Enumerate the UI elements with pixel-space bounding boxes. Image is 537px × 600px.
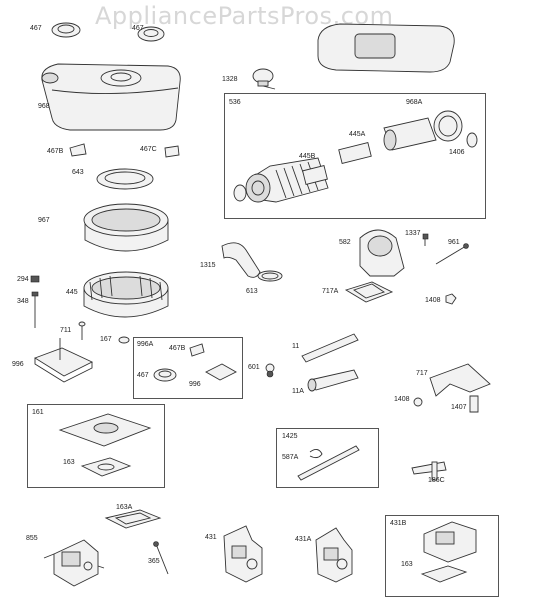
label-996: 996 — [12, 361, 24, 368]
part-11-11a-tubes — [301, 333, 359, 392]
label-186c: 186C — [428, 477, 445, 484]
label-582: 582 — [339, 239, 351, 246]
part-1315-613 — [221, 242, 283, 282]
label-1406: 1406 — [449, 149, 465, 156]
label-467-b: 467 — [132, 25, 144, 32]
label-967: 967 — [38, 217, 50, 224]
group-box-161 — [27, 404, 165, 488]
part-186c — [411, 461, 447, 481]
label-431: 431 — [205, 534, 217, 541]
label-467b: 467B — [47, 148, 64, 155]
label-445: 445 — [66, 289, 78, 296]
label-163: 163 — [63, 459, 75, 466]
label-431b: 431B — [390, 520, 407, 527]
part-968-cover — [41, 63, 181, 131]
part-top-right-cover — [317, 23, 455, 73]
part-601 — [265, 363, 275, 378]
group-box-536 — [224, 93, 486, 219]
part-1408-1407 — [413, 395, 479, 413]
label-431a: 431A — [295, 536, 312, 543]
part-643 — [96, 168, 154, 190]
label-613: 613 — [246, 288, 258, 295]
part-163a-gasket — [104, 509, 162, 529]
part-1425-group — [297, 445, 360, 481]
label-1315: 1315 — [200, 262, 216, 269]
label-717a: 717A — [322, 288, 339, 295]
label-467-group: 467 — [137, 372, 149, 379]
label-467c: 467C — [140, 146, 157, 153]
label-961: 961 — [448, 239, 460, 246]
group-box-996a — [133, 337, 243, 399]
part-445-filter — [83, 271, 169, 318]
label-445a: 445A — [349, 131, 366, 138]
label-163a: 163A — [116, 504, 133, 511]
part-161-group — [58, 413, 152, 477]
label-1408: 1408 — [425, 297, 441, 304]
part-536-air-cleaner-assy — [233, 110, 478, 203]
part-467b-467c-clips — [69, 143, 180, 158]
part-294-348 — [30, 275, 40, 328]
label-855: 855 — [26, 535, 38, 542]
group-box-1425 — [276, 428, 379, 488]
part-431b-group — [420, 521, 477, 583]
label-601: 601 — [248, 364, 260, 371]
label-445b: 445B — [299, 153, 316, 160]
part-967-precleaner — [83, 203, 169, 252]
label-536: 536 — [229, 99, 241, 106]
label-643: 643 — [72, 169, 84, 176]
part-467-caps — [51, 22, 165, 42]
label-11a: 11A — [292, 388, 304, 395]
label-348: 348 — [17, 298, 29, 305]
part-717-bracket — [429, 363, 491, 397]
part-1337-961-1408 — [422, 233, 469, 305]
label-467: 467 — [30, 25, 42, 32]
label-163-group: 163 — [401, 561, 413, 568]
label-1328: 1328 — [222, 76, 238, 83]
part-996-base — [33, 338, 94, 383]
label-1425: 1425 — [282, 433, 298, 440]
label-365: 365 — [148, 558, 160, 565]
label-1408-lower: 1408 — [394, 396, 410, 403]
part-1328 — [252, 68, 276, 90]
part-717a — [344, 281, 394, 303]
label-161: 161 — [32, 409, 44, 416]
label-996-group: 996 — [189, 381, 201, 388]
part-996a-group — [153, 343, 237, 382]
label-11: 11 — [292, 343, 300, 350]
label-1407: 1407 — [451, 404, 467, 411]
label-587a: 587A — [282, 454, 299, 461]
label-167: 167 — [100, 336, 112, 343]
part-711-167 — [78, 321, 130, 344]
part-855-carburetor — [43, 539, 105, 587]
label-294: 294 — [17, 276, 29, 283]
part-431a — [315, 527, 353, 583]
label-968a: 968A — [406, 99, 423, 106]
label-968: 968 — [38, 103, 50, 110]
label-711: 711 — [60, 327, 72, 334]
label-717: 717 — [416, 370, 428, 377]
label-996a: 996A — [137, 341, 154, 348]
group-box-431b — [385, 515, 499, 597]
part-365 — [153, 541, 169, 575]
part-431 — [223, 525, 263, 583]
label-1337: 1337 — [405, 230, 421, 237]
part-582 — [359, 229, 405, 277]
label-467b-group: 467B — [169, 345, 186, 352]
